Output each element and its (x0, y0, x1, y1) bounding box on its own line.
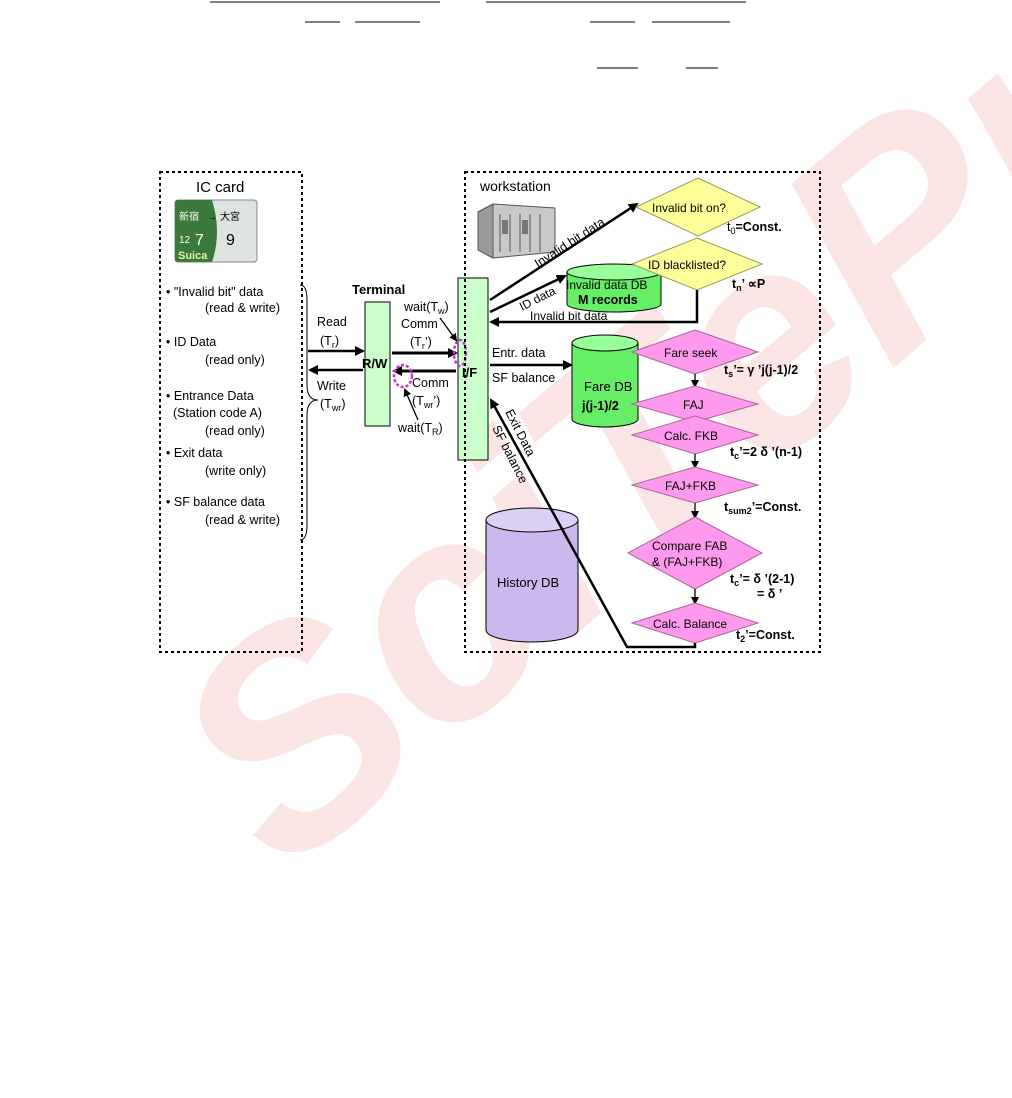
tcp-timing: tc’= δ ’(2-1) (730, 572, 794, 588)
exit-data-arrow (489, 398, 697, 649)
write-time: (Twr) (320, 397, 345, 413)
rw-label: R/W (362, 356, 388, 371)
fare-db-line2: j(j-1)/2 (581, 399, 619, 413)
tsum2-timing: tsum2’=Const. (724, 500, 801, 516)
comm-bottom-time: (Twr’) (412, 394, 440, 410)
suica-card-image: 新宿 → 大宮 12 7 9 Suica (174, 199, 258, 263)
id-data-arrow (489, 274, 567, 314)
faj-step: FAJ (683, 398, 704, 412)
blacklist-step: ID blacklisted? (648, 258, 726, 272)
item-exit-label: • Exit data (166, 446, 223, 460)
wait-w-pointer (439, 317, 458, 342)
fare-db: Fare DB j(j-1)/2 (571, 334, 639, 428)
terminal-title: Terminal (352, 282, 405, 297)
item-entrance-label: • Entrance Data (166, 389, 254, 403)
card-brand: Suica (178, 250, 208, 262)
t2-timing: t2’=Const. (736, 628, 795, 644)
item-id-label: • ID Data (166, 335, 216, 349)
entr-data-label: Entr. data (492, 346, 546, 360)
comm-top-time: (Tr’) (410, 335, 432, 351)
item-invalid-bit-label: • "Invalid bit" data (166, 285, 263, 299)
invalid-db-line1: Invalid data DB (566, 278, 647, 292)
item-id-mode: (read only) (205, 353, 265, 367)
invalid-db-line2: M records (578, 293, 638, 307)
sf-balance-label: SF balance (492, 371, 555, 385)
card-date-day: 9 (226, 232, 235, 249)
item-entrance-sub: (Station code A) (173, 406, 262, 420)
invalid-bit-up-arrow (489, 202, 639, 302)
invalid-bit-back-arrow (489, 290, 699, 327)
comm-top-label: Comm (401, 317, 438, 331)
wait-r-pointer (403, 388, 419, 421)
calc-balance-step: Calc. Balance (653, 617, 727, 631)
item-sf-mode: (read & write) (205, 513, 280, 527)
comm-bottom-label: Comm (412, 376, 449, 390)
read-time: (Tr) (320, 334, 339, 350)
tc-timing: tc’=2 δ ’(n-1) (730, 445, 802, 461)
workstation-title: workstation (479, 178, 551, 194)
faj-fkb-step: FAJ+FKB (665, 479, 716, 493)
ic-card-items: • "Invalid bit" data (read & write) • ID… (166, 285, 280, 527)
fare-flow: Fare seek ts’= γ ’j(j-1)/2 FAJ Calc. FKB… (626, 329, 802, 644)
compare-step-1: Compare FAB (652, 539, 727, 553)
tn-timing: tn’ ∝P (732, 277, 765, 293)
tcp2-timing: = δ ’ (757, 587, 782, 601)
card-route-to: 大宮 (220, 210, 240, 223)
wait-w-label: wait(Tw) (403, 300, 449, 316)
ts-timing: ts’= γ ’j(j-1)/2 (724, 363, 798, 379)
invalid-bit-step: Invalid bit on? (652, 201, 726, 215)
invalid-bit-diamond (634, 177, 762, 237)
write-label: Write (317, 379, 346, 393)
item-entrance-mode: (read only) (205, 424, 265, 438)
history-db: History DB (485, 507, 579, 643)
item-sf-label: • SF balance data (166, 495, 265, 509)
card-arrow: → (207, 212, 217, 223)
if-box (457, 277, 489, 461)
card-route-from: 新宿 (179, 210, 199, 223)
history-db-label: History DB (497, 575, 559, 590)
ic-card-title: IC card (196, 179, 244, 196)
card-date-month: 7 (195, 232, 204, 249)
workstation-panel (464, 171, 821, 653)
ic-card-panel (159, 171, 303, 653)
read-label: Read (317, 315, 347, 329)
item-invalid-bit-mode: (read & write) (205, 301, 280, 315)
fare-db-line1: Fare DB (584, 379, 632, 394)
invalid-bit-back-label: Invalid bit data (530, 309, 608, 323)
item-exit-mode: (write only) (205, 464, 266, 478)
fare-seek-step: Fare seek (664, 346, 718, 360)
wait-r-label: wait(TR) (397, 421, 443, 437)
server-icon (477, 203, 556, 259)
rw-box (364, 301, 391, 427)
invalid-data-db: Invalid data DB M records (566, 263, 662, 313)
compare-step-2: & (FAJ+FKB) (652, 555, 722, 569)
calc-fkb-step: Calc. FKB (664, 429, 718, 443)
card-date-year: 12 (179, 235, 191, 246)
page-rules (210, 1, 746, 69)
wait-marker-bottom (392, 363, 414, 389)
items-brace (299, 284, 319, 541)
t0-timing: t0=Const. (727, 220, 782, 236)
